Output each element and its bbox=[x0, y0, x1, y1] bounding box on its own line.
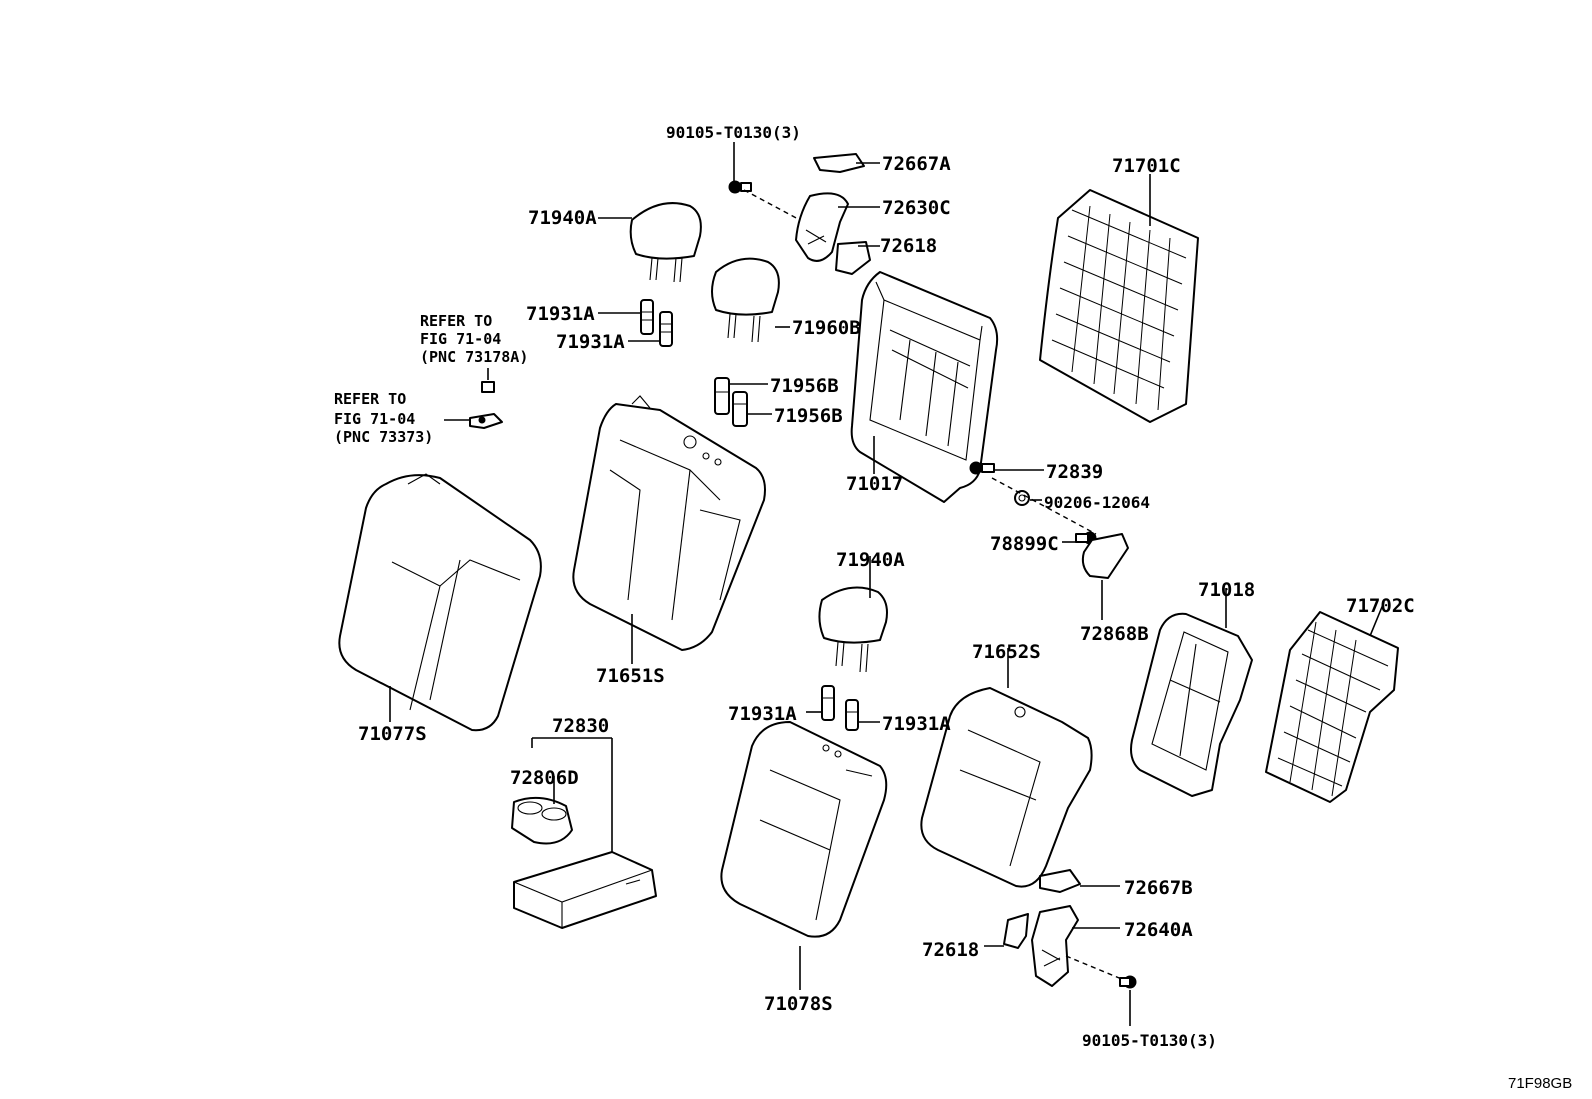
label-71960B: 71960B bbox=[792, 317, 861, 339]
label-71940A-mid: 71940A bbox=[836, 549, 905, 571]
diagram-code: 71F98GB bbox=[1508, 1075, 1572, 1092]
armrest-72830 bbox=[513, 851, 657, 929]
label-71931A-2: 71931A bbox=[556, 331, 625, 353]
label-72630C: 72630C bbox=[882, 197, 951, 219]
seatback-cover-71077S bbox=[338, 473, 542, 732]
seatback-board-71701C bbox=[1039, 189, 1199, 423]
nut-90206 bbox=[1014, 490, 1030, 506]
label-71018: 71018 bbox=[1198, 579, 1255, 601]
seatback-cover-71078S bbox=[720, 721, 888, 938]
label-72806D: 72806D bbox=[510, 767, 579, 789]
label-90206: 90206-12064 bbox=[1044, 493, 1150, 512]
label-71701C: 71701C bbox=[1112, 155, 1181, 177]
seatback-frame-71017 bbox=[850, 271, 999, 503]
label-71931A-1: 71931A bbox=[526, 303, 595, 325]
label-72618-top: 72618 bbox=[880, 235, 937, 257]
bolt-72839 bbox=[969, 461, 995, 475]
leader-lines bbox=[389, 142, 1385, 1026]
label-72667B: 72667B bbox=[1124, 877, 1193, 899]
guide-71931A-pair-top bbox=[640, 299, 673, 347]
ref-2-line3: (PNC 73373) bbox=[334, 428, 433, 446]
label-71651S: 71651S bbox=[596, 665, 665, 687]
label-71931A-3: 71931A bbox=[728, 703, 797, 725]
label-71940A-top: 71940A bbox=[528, 207, 597, 229]
label-71078S: 71078S bbox=[764, 993, 833, 1015]
label-71956B-1: 71956B bbox=[770, 375, 839, 397]
label-72839: 72839 bbox=[1046, 461, 1103, 483]
label-72667A: 72667A bbox=[882, 153, 951, 175]
bolt-90105-bottom bbox=[1119, 975, 1137, 989]
label-72618-bottom: 72618 bbox=[922, 939, 979, 961]
label-90105-bottom: 90105-T0130(3) bbox=[1082, 1031, 1217, 1050]
seatback-board-71702C bbox=[1265, 611, 1399, 803]
label-71702C: 71702C bbox=[1346, 595, 1415, 617]
cupholder-72806D bbox=[511, 796, 573, 845]
ref-part-73373 bbox=[469, 413, 503, 429]
label-71956B-2: 71956B bbox=[774, 405, 843, 427]
ref-1-line1: REFER TO bbox=[420, 312, 492, 330]
label-90105-top: 90105-T0130(3) bbox=[666, 123, 801, 142]
headrest-71940A-top bbox=[629, 202, 702, 283]
headrest-71940A-mid bbox=[818, 586, 888, 673]
bracket-72618-bottom bbox=[1003, 913, 1029, 949]
label-71017: 71017 bbox=[846, 473, 903, 495]
guide-71931A-pair-mid bbox=[821, 685, 859, 731]
cover-72667B bbox=[1039, 869, 1081, 893]
label-78899C: 78899C bbox=[990, 533, 1059, 555]
ref-1-line2: FIG 71-04 bbox=[420, 330, 501, 348]
label-71652S: 71652S bbox=[972, 641, 1041, 663]
cover-72667A bbox=[813, 153, 865, 173]
label-72830: 72830 bbox=[552, 715, 609, 737]
seatback-pad-71652S bbox=[920, 687, 1093, 888]
cover-72868B bbox=[1081, 533, 1129, 579]
seatback-frame-71018 bbox=[1130, 612, 1253, 797]
hinge-cover-72640A bbox=[1031, 905, 1079, 987]
label-72640A: 72640A bbox=[1124, 919, 1193, 941]
label-72868B: 72868B bbox=[1080, 623, 1149, 645]
bolt-90105-top bbox=[728, 180, 752, 194]
label-71931A-4: 71931A bbox=[882, 713, 951, 735]
ref-2-line1: REFER TO bbox=[334, 390, 406, 408]
label-71077S: 71077S bbox=[358, 723, 427, 745]
ref-2-line2: FIG 71-04 bbox=[334, 410, 415, 428]
part-labels: 90105-T0130(3) 72667A 72630C 72618 71701… bbox=[334, 123, 1572, 1092]
seatback-pad-71651S bbox=[572, 395, 766, 651]
bracket-72618-top bbox=[835, 241, 871, 275]
ref-part-73178A bbox=[481, 381, 495, 393]
headrest-71960B bbox=[711, 257, 780, 343]
ref-1-line3: (PNC 73178A) bbox=[420, 348, 528, 366]
guide-71956B-pair bbox=[714, 377, 748, 427]
